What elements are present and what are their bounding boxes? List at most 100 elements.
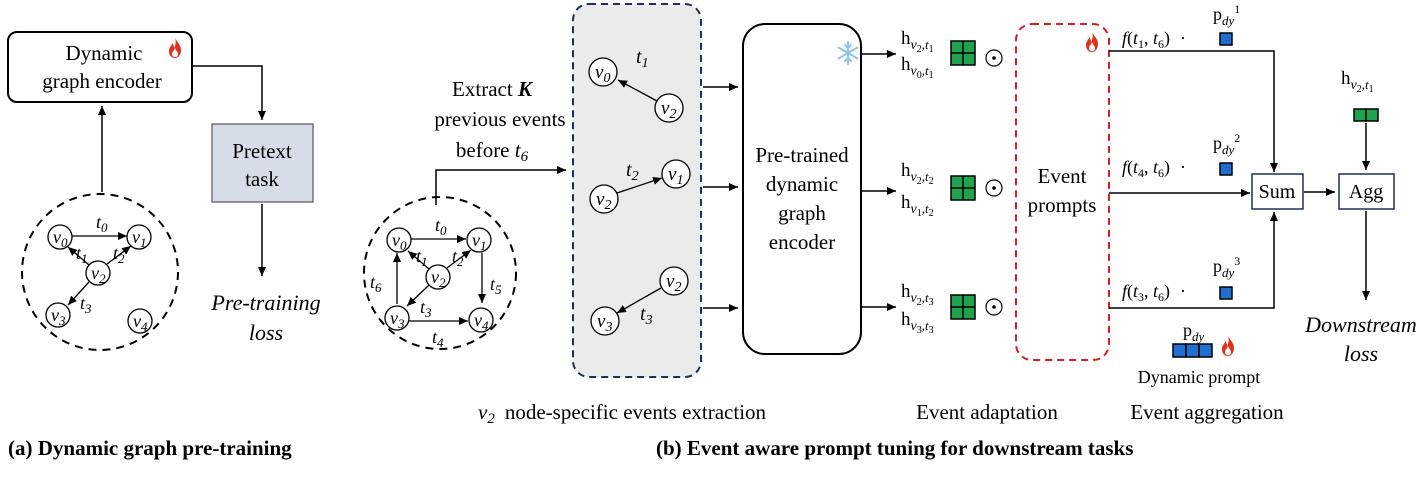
snowflake-icon <box>837 41 859 65</box>
dynamic-prompt-cell-2 <box>1185 343 1200 358</box>
agg-box <box>1338 173 1395 210</box>
event-prompts-box <box>1015 23 1110 361</box>
hidden-label-2a: hv2,t2 <box>901 160 934 187</box>
prompt-3-to-sum-arrow <box>1109 212 1278 309</box>
event-3-edge <box>616 287 662 314</box>
fire-icon <box>1222 335 1234 356</box>
event-1-node-v2 <box>654 93 684 123</box>
node-a-v2 <box>85 260 111 286</box>
dynamic-prompt-cell-3 <box>1198 343 1213 358</box>
pretext-label-line1: Pretext <box>232 139 292 163</box>
time-function-1: f(t1, t6)· <box>1122 28 1186 51</box>
sum-label: Sum <box>1259 181 1296 203</box>
pdy-label-3: pdy3 <box>1213 254 1240 280</box>
odot-icon <box>985 49 1003 67</box>
edge-label-b-t4: t4 <box>432 327 444 350</box>
pretrained-encoder-line3: graph <box>778 201 826 225</box>
edge-label-b-t2: t2 <box>452 246 464 269</box>
node-a-v3 <box>45 302 71 328</box>
edge-b-v2-v3 <box>406 284 430 307</box>
sum-box <box>1251 173 1304 210</box>
pretrained-encoder-line4: encoder <box>769 230 835 254</box>
edge-label-b-t3: t3 <box>420 297 432 320</box>
event-aggregation-label: Event aggregation <box>1130 400 1284 424</box>
encoder-to-pretext-arrow <box>192 65 266 120</box>
node-a-v1 <box>126 224 152 250</box>
node-b-v3 <box>384 305 410 331</box>
node-b-v2 <box>425 264 451 290</box>
prompt-1-to-sum-arrow <box>1109 50 1278 172</box>
pdy-square-2 <box>1219 162 1233 176</box>
event-2-node-v1 <box>661 159 691 189</box>
edge-label-a-t2: t2 <box>113 243 125 266</box>
time-function-3: f(t3, t6)· <box>1122 281 1186 304</box>
edge-label-b-t1: t1 <box>416 246 428 269</box>
pretraining-loss-line1: Pre-training <box>210 290 320 315</box>
pretrained-encoder-line2: dynamic <box>766 172 838 196</box>
hidden-label-3a: hv2,t3 <box>901 281 934 308</box>
node-a-v0 <box>47 224 73 250</box>
pretrained-encoder-box <box>742 23 862 355</box>
downstream-loss-line2: loss <box>1344 341 1378 366</box>
edge-label-a-t3: t3 <box>80 293 92 316</box>
caption-a: (a) Dynamic graph pre-training <box>8 436 292 460</box>
graph-to-extraction-arrow <box>435 166 566 205</box>
dynamic-prompt-symbol: pdy <box>1183 320 1205 344</box>
edge-a-v2-v0 <box>67 246 90 266</box>
pdy-square-1 <box>1219 32 1233 46</box>
event-adaptation-label: Event adaptation <box>916 400 1058 424</box>
edge-a-v2-v3 <box>67 281 90 306</box>
node-b-v4 <box>468 307 494 333</box>
edge-label-b-t6: t6 <box>370 272 382 295</box>
agg-label: Agg <box>1349 181 1383 203</box>
hidden-label-2b: hv1,t2 <box>901 192 934 219</box>
edge-label-b-t5: t5 <box>490 274 502 297</box>
edge-label-b-t0: t0 <box>435 215 447 238</box>
edge-a-v2-v1 <box>106 245 132 265</box>
agg-input-label: hv2,t1 <box>1341 68 1374 95</box>
edge-b-v2-v0 <box>407 250 430 270</box>
embedding-grid-1 <box>950 40 976 66</box>
event-prompts-line1: Event <box>1038 164 1087 188</box>
embedding-grid-3 <box>950 294 976 320</box>
event-1-node-v0 <box>588 57 618 87</box>
time-function-2: f(t4, t6)· <box>1122 157 1186 180</box>
hidden-label-1b: hv0,t1 <box>901 54 934 81</box>
pretrained-encoder-line1: Pre-trained <box>755 143 849 167</box>
pretext-task-box <box>211 123 314 203</box>
hidden-label-1a: hv2,t1 <box>901 28 934 55</box>
pdy-label-2: pdy2 <box>1213 131 1240 157</box>
dynamic-graph-encoder-box <box>7 31 193 103</box>
caption-b: (b) Event aware prompt tuning for downst… <box>656 436 1133 460</box>
dynamic-prompt-label: Dynamic prompt <box>1138 367 1260 387</box>
pdy-square-3 <box>1219 286 1233 300</box>
downstream-loss-line1: Downstream <box>1304 312 1417 337</box>
event-1-edge <box>617 79 658 102</box>
pdy-label-1: pdy1 <box>1213 2 1240 28</box>
agg-input-cell-1 <box>1353 108 1367 122</box>
event-3-node-v2 <box>659 266 689 296</box>
encoder-label-line2: graph encoder <box>42 69 162 93</box>
edge-label-a-t0: t0 <box>96 212 108 235</box>
event-3-node-v3 <box>590 306 620 336</box>
edge-b-v2-v1 <box>446 249 472 269</box>
odot-icon <box>985 179 1003 197</box>
edge-label-a-t1: t1 <box>76 243 88 266</box>
dynamic-prompt-cell-1 <box>1172 343 1187 358</box>
extract-label-line3: before t6 <box>456 138 529 165</box>
graph-boundary-b <box>363 196 517 350</box>
graph-boundary-a <box>21 193 179 351</box>
event-2-edge <box>616 177 663 194</box>
pretext-label-line2: task <box>245 167 279 191</box>
extract-label-line2: previous events <box>434 107 565 131</box>
pretraining-loss-line2: loss <box>249 320 283 345</box>
agg-input-cell-2 <box>1365 108 1379 122</box>
node-a-v4 <box>127 308 153 334</box>
node-b-v0 <box>386 227 412 253</box>
odot-icon <box>985 298 1003 316</box>
event-prompts-line2: prompts <box>1028 193 1097 217</box>
node-b-v1 <box>466 227 492 253</box>
embedding-grid-2 <box>950 175 976 201</box>
